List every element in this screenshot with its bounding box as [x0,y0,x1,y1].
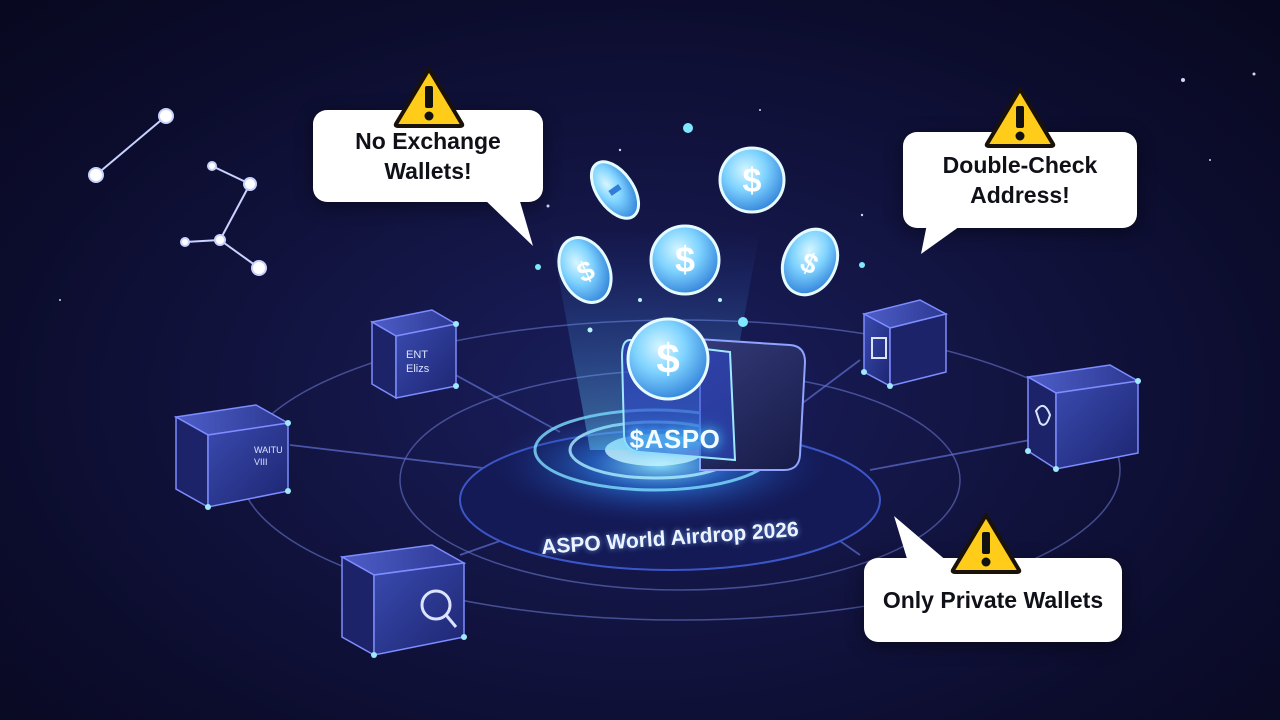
coin: $ [780,227,840,297]
svg-text:ENT: ENT [406,349,428,361]
warning-text-line2: Address! [970,182,1070,208]
bubble-tail [921,224,963,254]
coin [589,160,641,220]
node-cube: ENT Elizs [369,309,459,400]
warning-text: Only Private Wallets [882,587,1104,613]
warning-triangle-icon [984,87,1056,148]
node-cube [339,544,467,658]
svg-text:$: $ [675,239,695,280]
coin: $ [649,224,721,296]
node-cube [861,299,949,389]
floating-coins: $ $ $ $ $ [535,123,865,401]
svg-text:$: $ [743,162,762,200]
svg-text:WAITU: WAITU [254,445,283,455]
constellation-left [88,108,267,276]
node-cube [1025,364,1141,472]
bubble-tail [894,516,948,562]
coin: $ [718,146,786,214]
warning-text-line2: Wallets! [384,158,472,184]
node-cube: WAITU VIII [173,404,291,510]
coin: $ [626,317,710,401]
bubble-tail [483,198,533,246]
svg-text:Elizs: Elizs [406,363,430,375]
warning-triangle-icon [393,67,465,128]
warning-text-line1: Double-Check [942,152,1098,178]
warning-text-line1: No Exchange [355,128,501,154]
svg-text:$: $ [656,335,679,382]
coin: $ [557,236,613,304]
svg-text:VIII: VIII [254,457,268,467]
warning-triangle-icon [950,513,1022,574]
warning-bubble-no-exchange: No Exchange Wallets! [313,110,543,246]
background-stars [59,72,1256,301]
token-label: $ASPO [629,424,721,454]
warning-bubble-double-check: Double-Check Address! [903,132,1137,254]
